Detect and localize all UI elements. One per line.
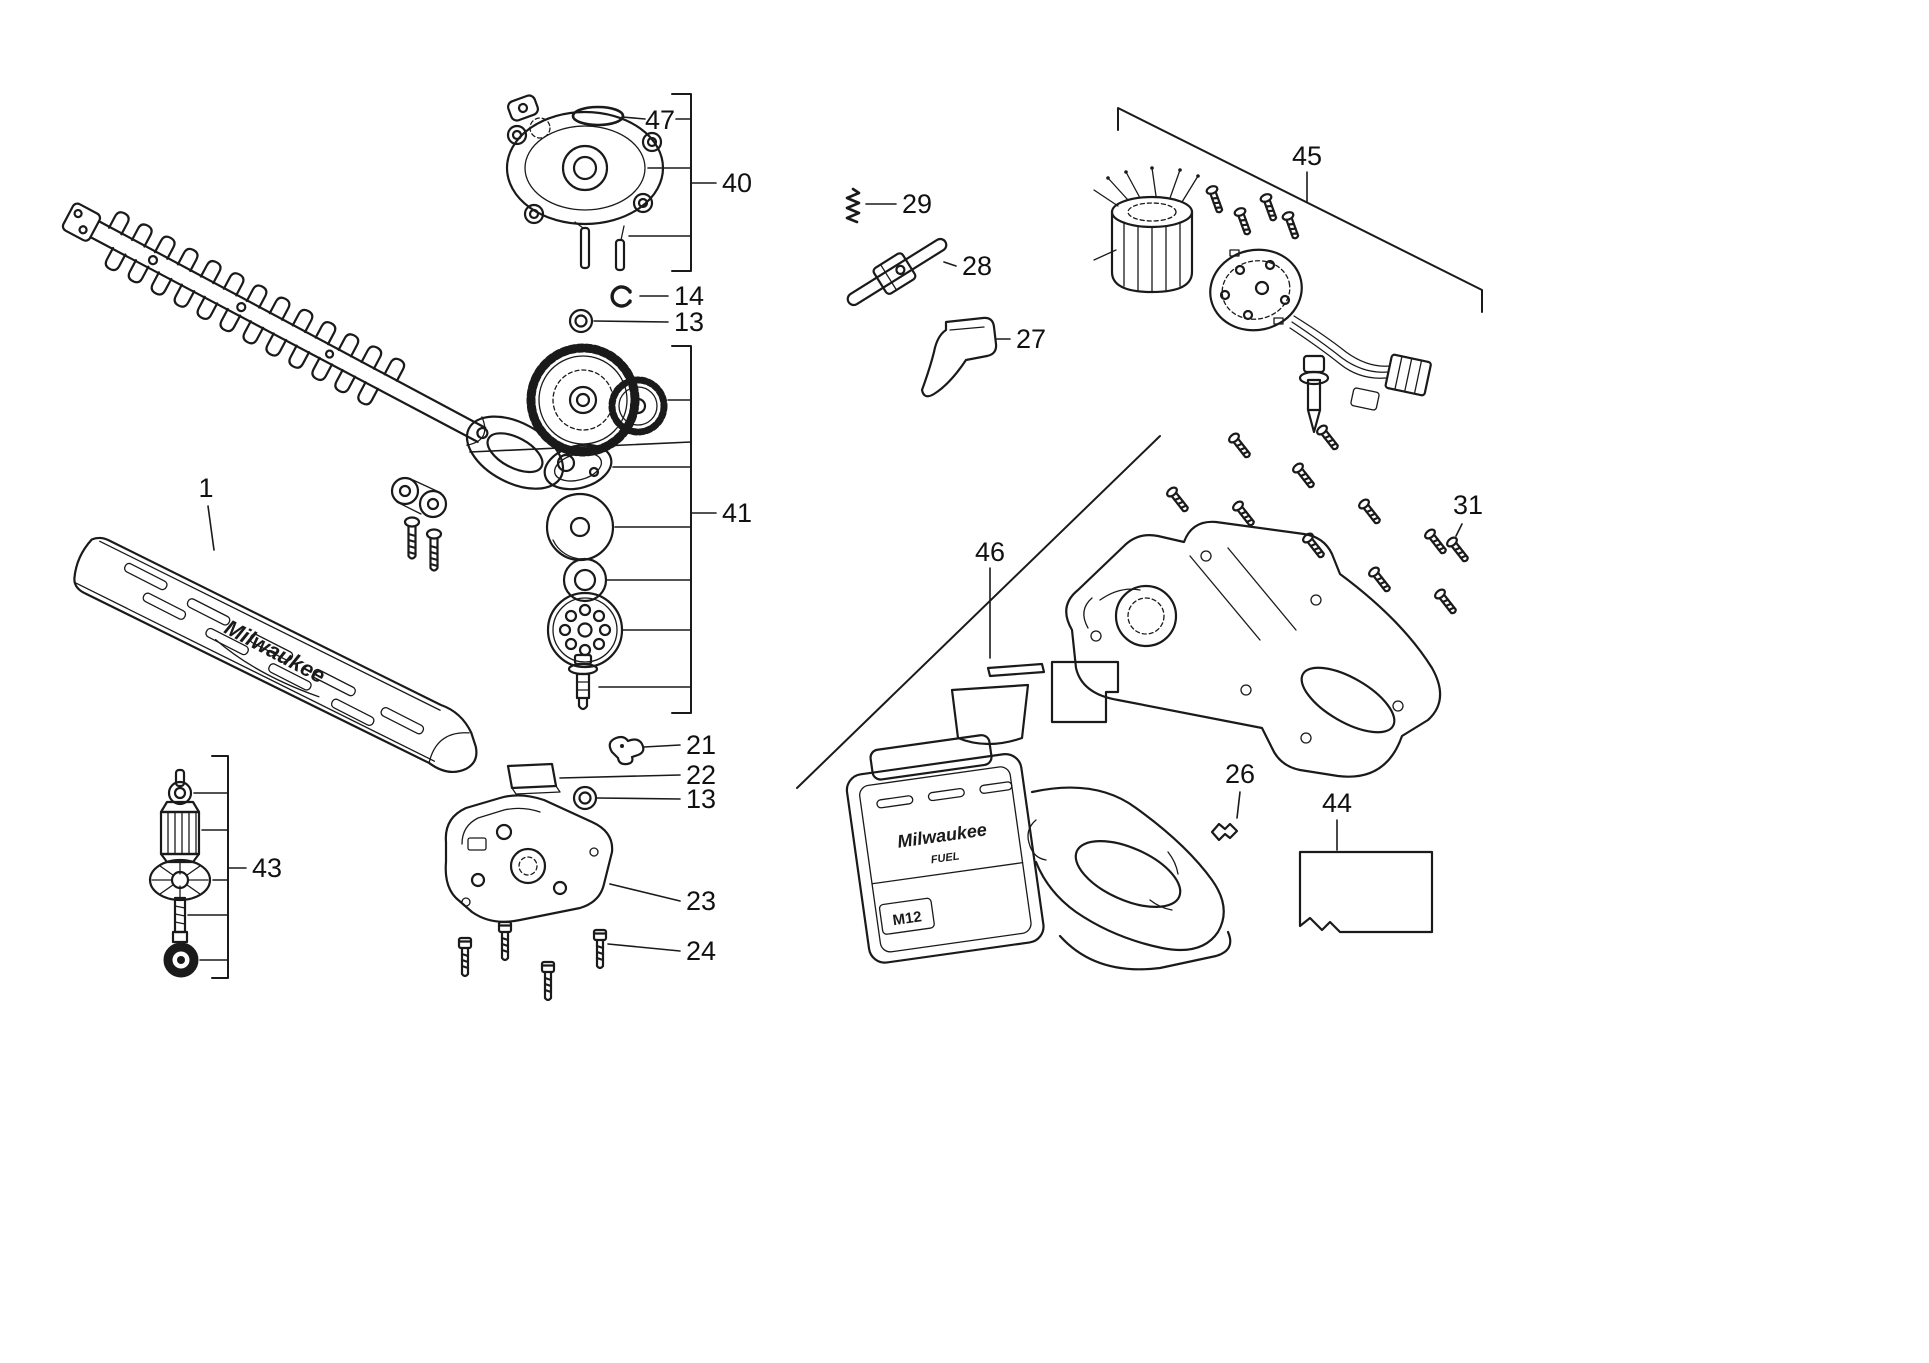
motor-housing-assembly: Milwaukee FUEL M12 xyxy=(845,734,1232,971)
callout-28: 28 xyxy=(962,251,992,281)
callout-46: 46 xyxy=(975,537,1005,567)
circlip-14 xyxy=(610,285,632,308)
tool-model-label: M12 xyxy=(892,908,923,929)
armature-assembly xyxy=(148,768,212,978)
callout-13-lower: 13 xyxy=(686,784,716,814)
label-sheet-44 xyxy=(1298,850,1434,934)
callout-43: 43 xyxy=(252,853,282,883)
felt-pad-22 xyxy=(506,762,561,795)
leader-21 xyxy=(643,744,681,748)
leader-1 xyxy=(207,505,215,551)
leaders-43 xyxy=(187,792,229,961)
trigger-27 xyxy=(920,316,998,398)
callout-29: 29 xyxy=(902,189,932,219)
leader-23 xyxy=(609,883,681,902)
leader-24 xyxy=(607,943,681,952)
connecting-link xyxy=(390,476,448,519)
callout-21: 21 xyxy=(686,730,716,760)
callout-27: 27 xyxy=(1016,324,1046,354)
bracket-43 xyxy=(211,755,229,979)
callout-24: 24 xyxy=(686,936,716,966)
gearcase-cover-23 xyxy=(444,794,614,923)
clip-26 xyxy=(1210,822,1239,842)
callout-31: 31 xyxy=(1453,490,1483,520)
callout-1: 1 xyxy=(198,473,213,503)
leader-28 xyxy=(943,261,957,267)
leader-13-lower xyxy=(596,797,681,800)
callout-13-upper: 13 xyxy=(674,307,704,337)
spring-29 xyxy=(845,187,861,224)
callout-44: 44 xyxy=(1322,788,1352,818)
leader-13-upper xyxy=(593,320,669,323)
callout-47: 47 xyxy=(645,105,675,135)
bracket-41 xyxy=(671,345,692,714)
callout-22: 22 xyxy=(686,760,716,790)
pcb-wire-assembly xyxy=(1209,248,1432,434)
callout-41: 41 xyxy=(722,498,752,528)
leader-22 xyxy=(559,774,681,779)
callout-45: 45 xyxy=(1292,141,1322,171)
clip-21 xyxy=(608,735,645,766)
callout-14: 14 xyxy=(674,281,704,311)
callout-23: 23 xyxy=(686,886,716,916)
spindle xyxy=(567,653,599,711)
perforated-disc xyxy=(546,591,624,669)
stator xyxy=(1093,166,1200,294)
blade-assembly xyxy=(61,202,565,490)
bracket-45 xyxy=(1117,107,1483,313)
leader-26 xyxy=(1236,791,1241,819)
housing-half-right xyxy=(1065,520,1442,778)
tool-series-label: FUEL xyxy=(930,850,960,866)
callout-26: 26 xyxy=(1225,759,1255,789)
leader-31 xyxy=(1455,523,1463,537)
gearcase-assembly xyxy=(505,94,665,272)
o-ring-47 xyxy=(571,105,625,127)
bracket-46 xyxy=(796,435,1161,789)
leader-41-eye xyxy=(469,441,692,453)
gear-train-group xyxy=(390,343,668,711)
callout-40: 40 xyxy=(722,168,752,198)
leader-47 xyxy=(621,116,692,120)
linkage-28 xyxy=(846,237,948,307)
